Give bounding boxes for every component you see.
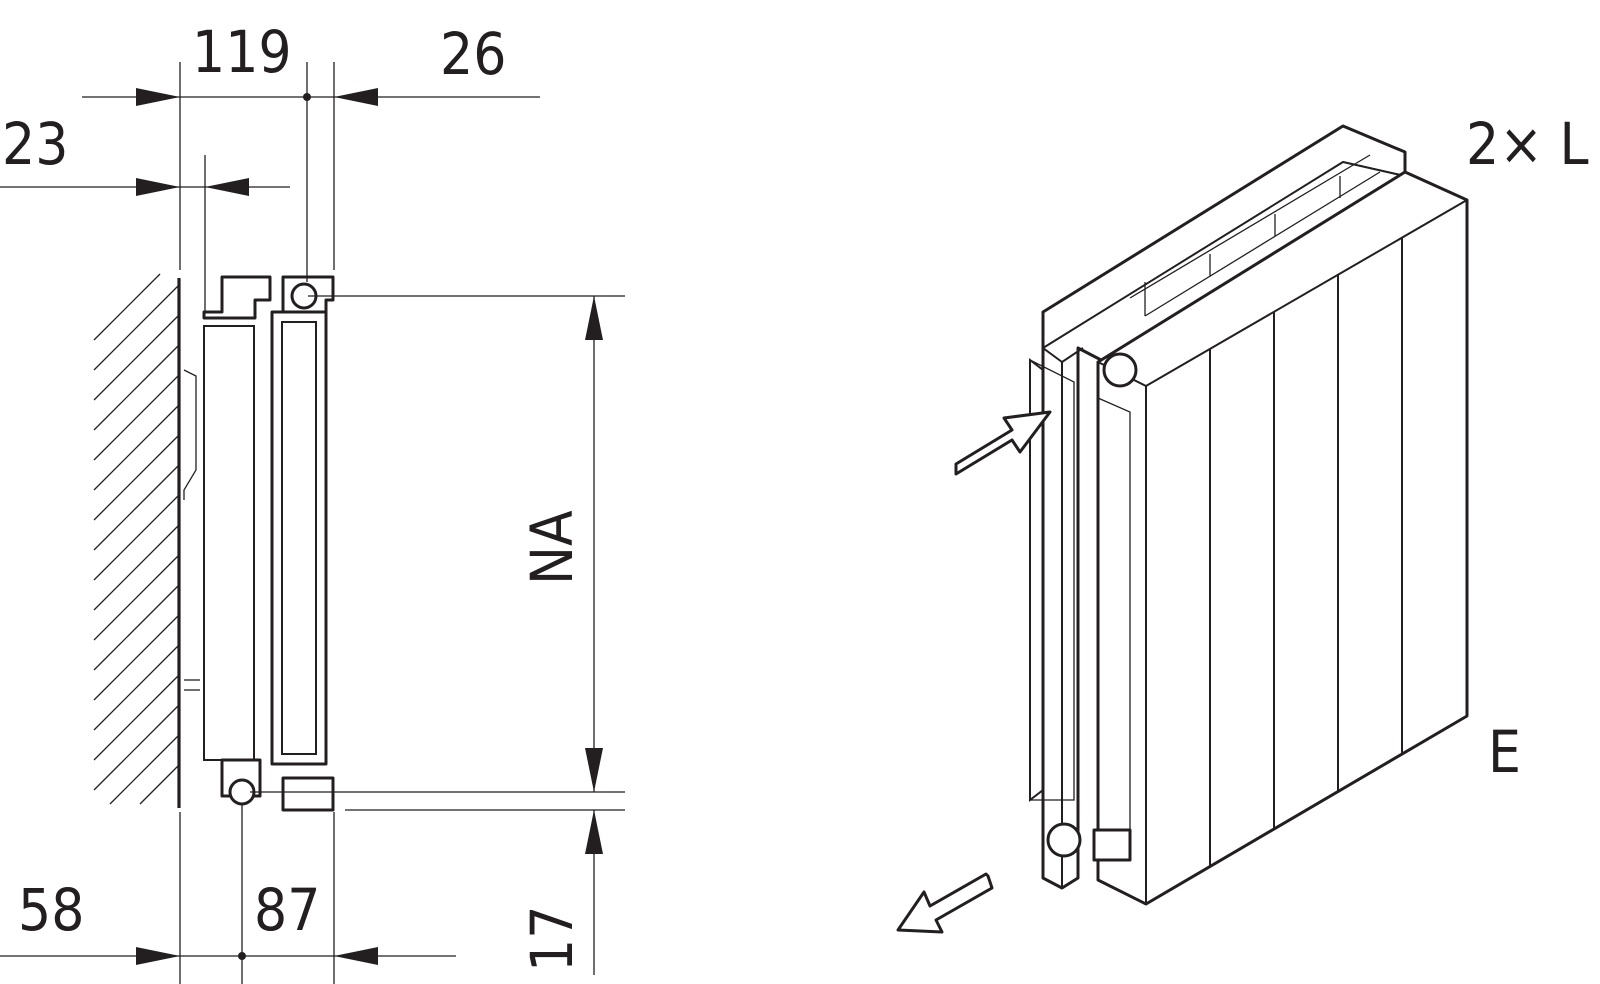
end-label: E bbox=[1488, 718, 1521, 786]
dim-23: 23 bbox=[2, 110, 68, 178]
wall-bracket bbox=[183, 369, 200, 691]
dim-26: 26 bbox=[440, 20, 506, 88]
radiator-isometric bbox=[1029, 124, 1469, 906]
wall-hatching bbox=[93, 273, 179, 805]
outflow-arrow-icon bbox=[896, 872, 994, 934]
dim-58: 58 bbox=[18, 876, 84, 944]
iso-top-connection bbox=[1102, 352, 1138, 388]
inflow-arrow-icon bbox=[954, 410, 1052, 476]
radiator-side-profile bbox=[202, 275, 335, 812]
dimension-23: 23 bbox=[0, 110, 290, 196]
dimension-119-26: 119 26 bbox=[82, 18, 540, 312]
dimension-17: 17 bbox=[518, 810, 603, 975]
dim-na: NA bbox=[518, 510, 586, 585]
dim-17: 17 bbox=[518, 906, 586, 972]
dimension-na: NA bbox=[250, 295, 625, 811]
dimension-58-87: 58 87 bbox=[0, 804, 456, 984]
dim-87: 87 bbox=[254, 876, 320, 944]
sections-label: 2× L bbox=[1466, 110, 1589, 178]
iso-bottom-connection bbox=[1046, 822, 1082, 858]
dim-119: 119 bbox=[192, 18, 292, 86]
